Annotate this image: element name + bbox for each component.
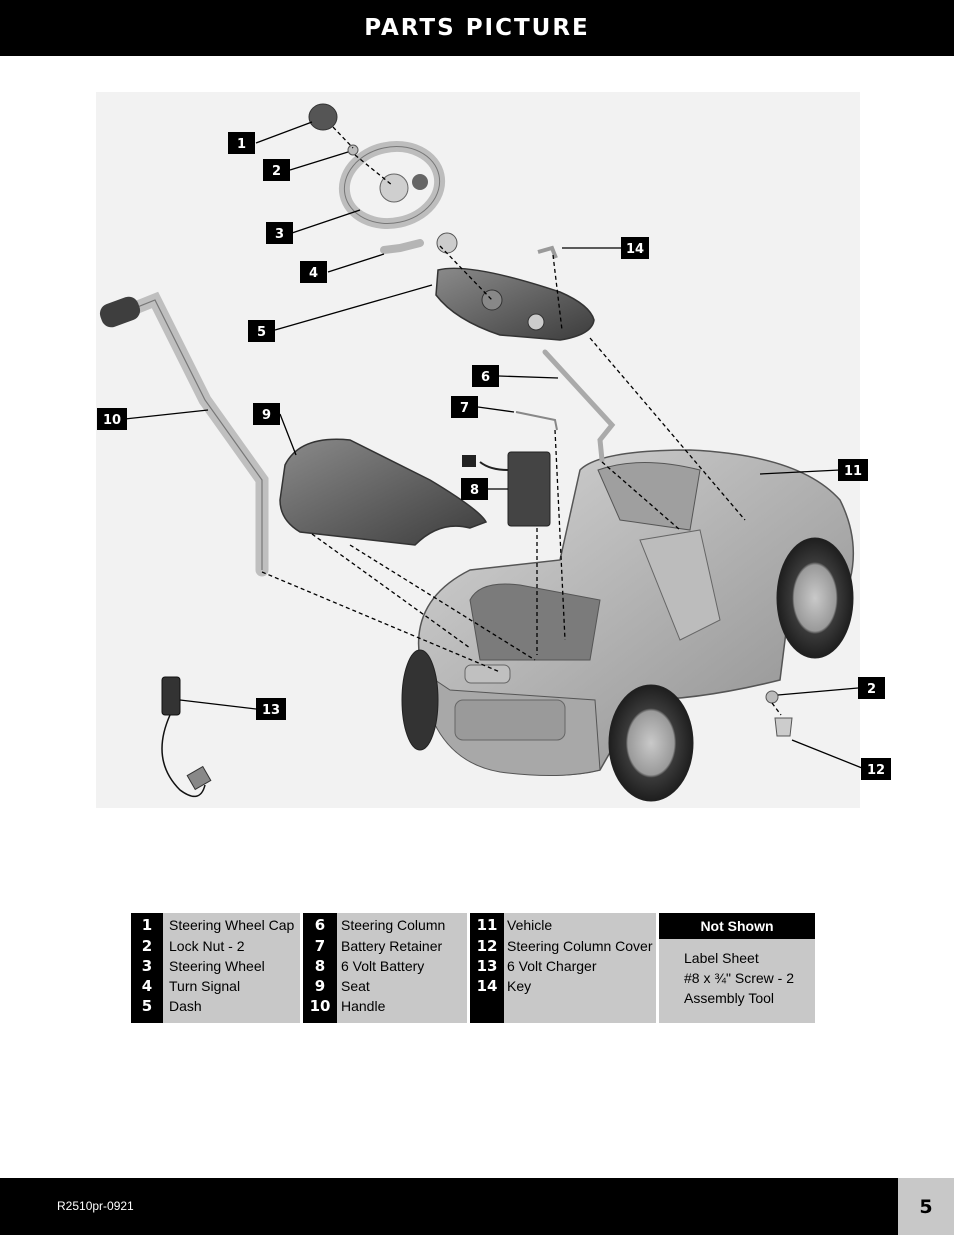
not-shown-item: Label Sheet: [684, 950, 759, 966]
svg-text:8: 8: [470, 483, 479, 498]
not-shown-item: Assembly Tool: [684, 990, 775, 1006]
steering-column-cover-drawing: [436, 232, 458, 254]
page-title: PARTS PICTURE: [364, 15, 590, 41]
leader-lines: [124, 121, 863, 769]
name-column-3: [504, 913, 656, 1023]
part-name: Turn Signal: [169, 978, 241, 994]
part-name: 6 Volt Charger: [507, 958, 597, 974]
callout-7: 7: [451, 396, 478, 418]
name-column-2: [337, 913, 467, 1023]
svg-text:11: 11: [844, 464, 862, 479]
steering-wheel-drawing: [338, 141, 446, 229]
part-name: Steering Wheel: [169, 958, 265, 974]
steering-wheel-cap-drawing: [308, 103, 338, 131]
part-number: 7: [314, 937, 326, 955]
part-name: Steering Column: [341, 917, 446, 933]
document-code: R2510pr-0921: [57, 1199, 134, 1213]
part-number: 11: [476, 916, 498, 934]
part-name: Handle: [341, 998, 386, 1014]
callout-6: 6: [472, 365, 499, 387]
callout-12: 12: [861, 758, 891, 780]
charger-drawing: [161, 676, 212, 798]
number-column-3: [470, 913, 504, 1023]
svg-text:12: 12: [867, 763, 885, 778]
callout-13: 13: [256, 698, 286, 720]
steering-column-cover-12-drawing: [774, 717, 793, 737]
part-number: 1: [141, 916, 153, 934]
svg-text:6: 6: [481, 370, 490, 385]
battery-drawing: [462, 451, 551, 527]
vehicle-drawing: [401, 449, 855, 802]
svg-text:4: 4: [309, 266, 318, 281]
lock-nut-drawing: [347, 144, 359, 156]
callout-9: 9: [253, 403, 280, 425]
assembly-dashed-lines: [261, 126, 782, 716]
number-column-2: [303, 913, 337, 1023]
part-name: Key: [507, 978, 532, 994]
callout-10: 10: [97, 408, 127, 430]
seat-drawing: [279, 438, 488, 546]
number-column-1: [131, 913, 163, 1023]
part-number: 3: [141, 957, 153, 975]
parts-illustration: 1 2 3 4 5 6 7 8 9 10 11 2: [96, 92, 891, 808]
svg-text:3: 3: [275, 227, 284, 242]
callout-14: 14: [621, 237, 649, 259]
callout-4: 4: [300, 261, 327, 283]
dash-drawing: [435, 267, 595, 341]
not-shown-item: #8 x ¾" Screw - 2: [684, 970, 795, 986]
lock-nut-2-drawing: [765, 690, 779, 704]
svg-text:5: 5: [257, 325, 266, 340]
svg-text:7: 7: [460, 401, 469, 416]
svg-text:14: 14: [626, 242, 644, 257]
parts-list-table: 1 Steering Wheel Cap 2 Lock Nut - 2 3 St…: [131, 913, 815, 1023]
part-number: 9: [314, 977, 326, 995]
steering-column-drawing: [542, 349, 616, 463]
callout-1: 1: [228, 132, 255, 154]
part-number: 8: [314, 957, 326, 975]
svg-text:1: 1: [237, 137, 246, 152]
part-name: Seat: [341, 978, 370, 994]
part-name: Vehicle: [507, 917, 553, 933]
part-number: 5: [141, 997, 153, 1015]
battery-retainer-drawing: [515, 411, 558, 431]
part-name: Dash: [169, 998, 202, 1014]
page-header: PARTS PICTURE: [0, 0, 954, 56]
part-name: 6 Volt Battery: [341, 958, 425, 974]
callout-5: 5: [248, 320, 275, 342]
key-drawing: [537, 245, 558, 259]
part-number: 2: [141, 937, 153, 955]
svg-text:2: 2: [867, 682, 876, 697]
turn-signal-drawing: [380, 239, 424, 254]
page-footer: R2510pr-0921: [0, 1178, 898, 1235]
part-number: 13: [476, 957, 498, 975]
callout-8: 8: [461, 478, 488, 500]
part-number: 14: [476, 977, 498, 995]
handle-drawing: [99, 291, 269, 577]
part-number: 4: [141, 977, 153, 995]
callout-11: 11: [838, 459, 868, 481]
page-number: 5: [919, 1195, 933, 1218]
not-shown-heading: Not Shown: [659, 913, 815, 939]
part-name: Lock Nut - 2: [169, 938, 245, 954]
svg-text:10: 10: [103, 413, 121, 428]
part-number: 6: [314, 916, 326, 934]
callout-2-lower: 2: [858, 677, 885, 699]
svg-text:13: 13: [262, 703, 280, 718]
svg-text:2: 2: [272, 164, 281, 179]
svg-text:9: 9: [262, 408, 271, 423]
part-name: Steering Wheel Cap: [169, 917, 295, 933]
name-column-1: [163, 913, 300, 1023]
page-number-box: 5: [898, 1178, 954, 1235]
callout-3: 3: [266, 222, 293, 244]
part-name: Steering Column Cover: [507, 938, 653, 954]
part-number: 12: [476, 937, 498, 955]
part-number: 10: [309, 997, 331, 1015]
part-name: Battery Retainer: [341, 938, 443, 954]
callout-2: 2: [263, 159, 290, 181]
not-shown-list: Label Sheet #8 x ¾" Screw - 2 Assembly T…: [659, 939, 815, 1023]
